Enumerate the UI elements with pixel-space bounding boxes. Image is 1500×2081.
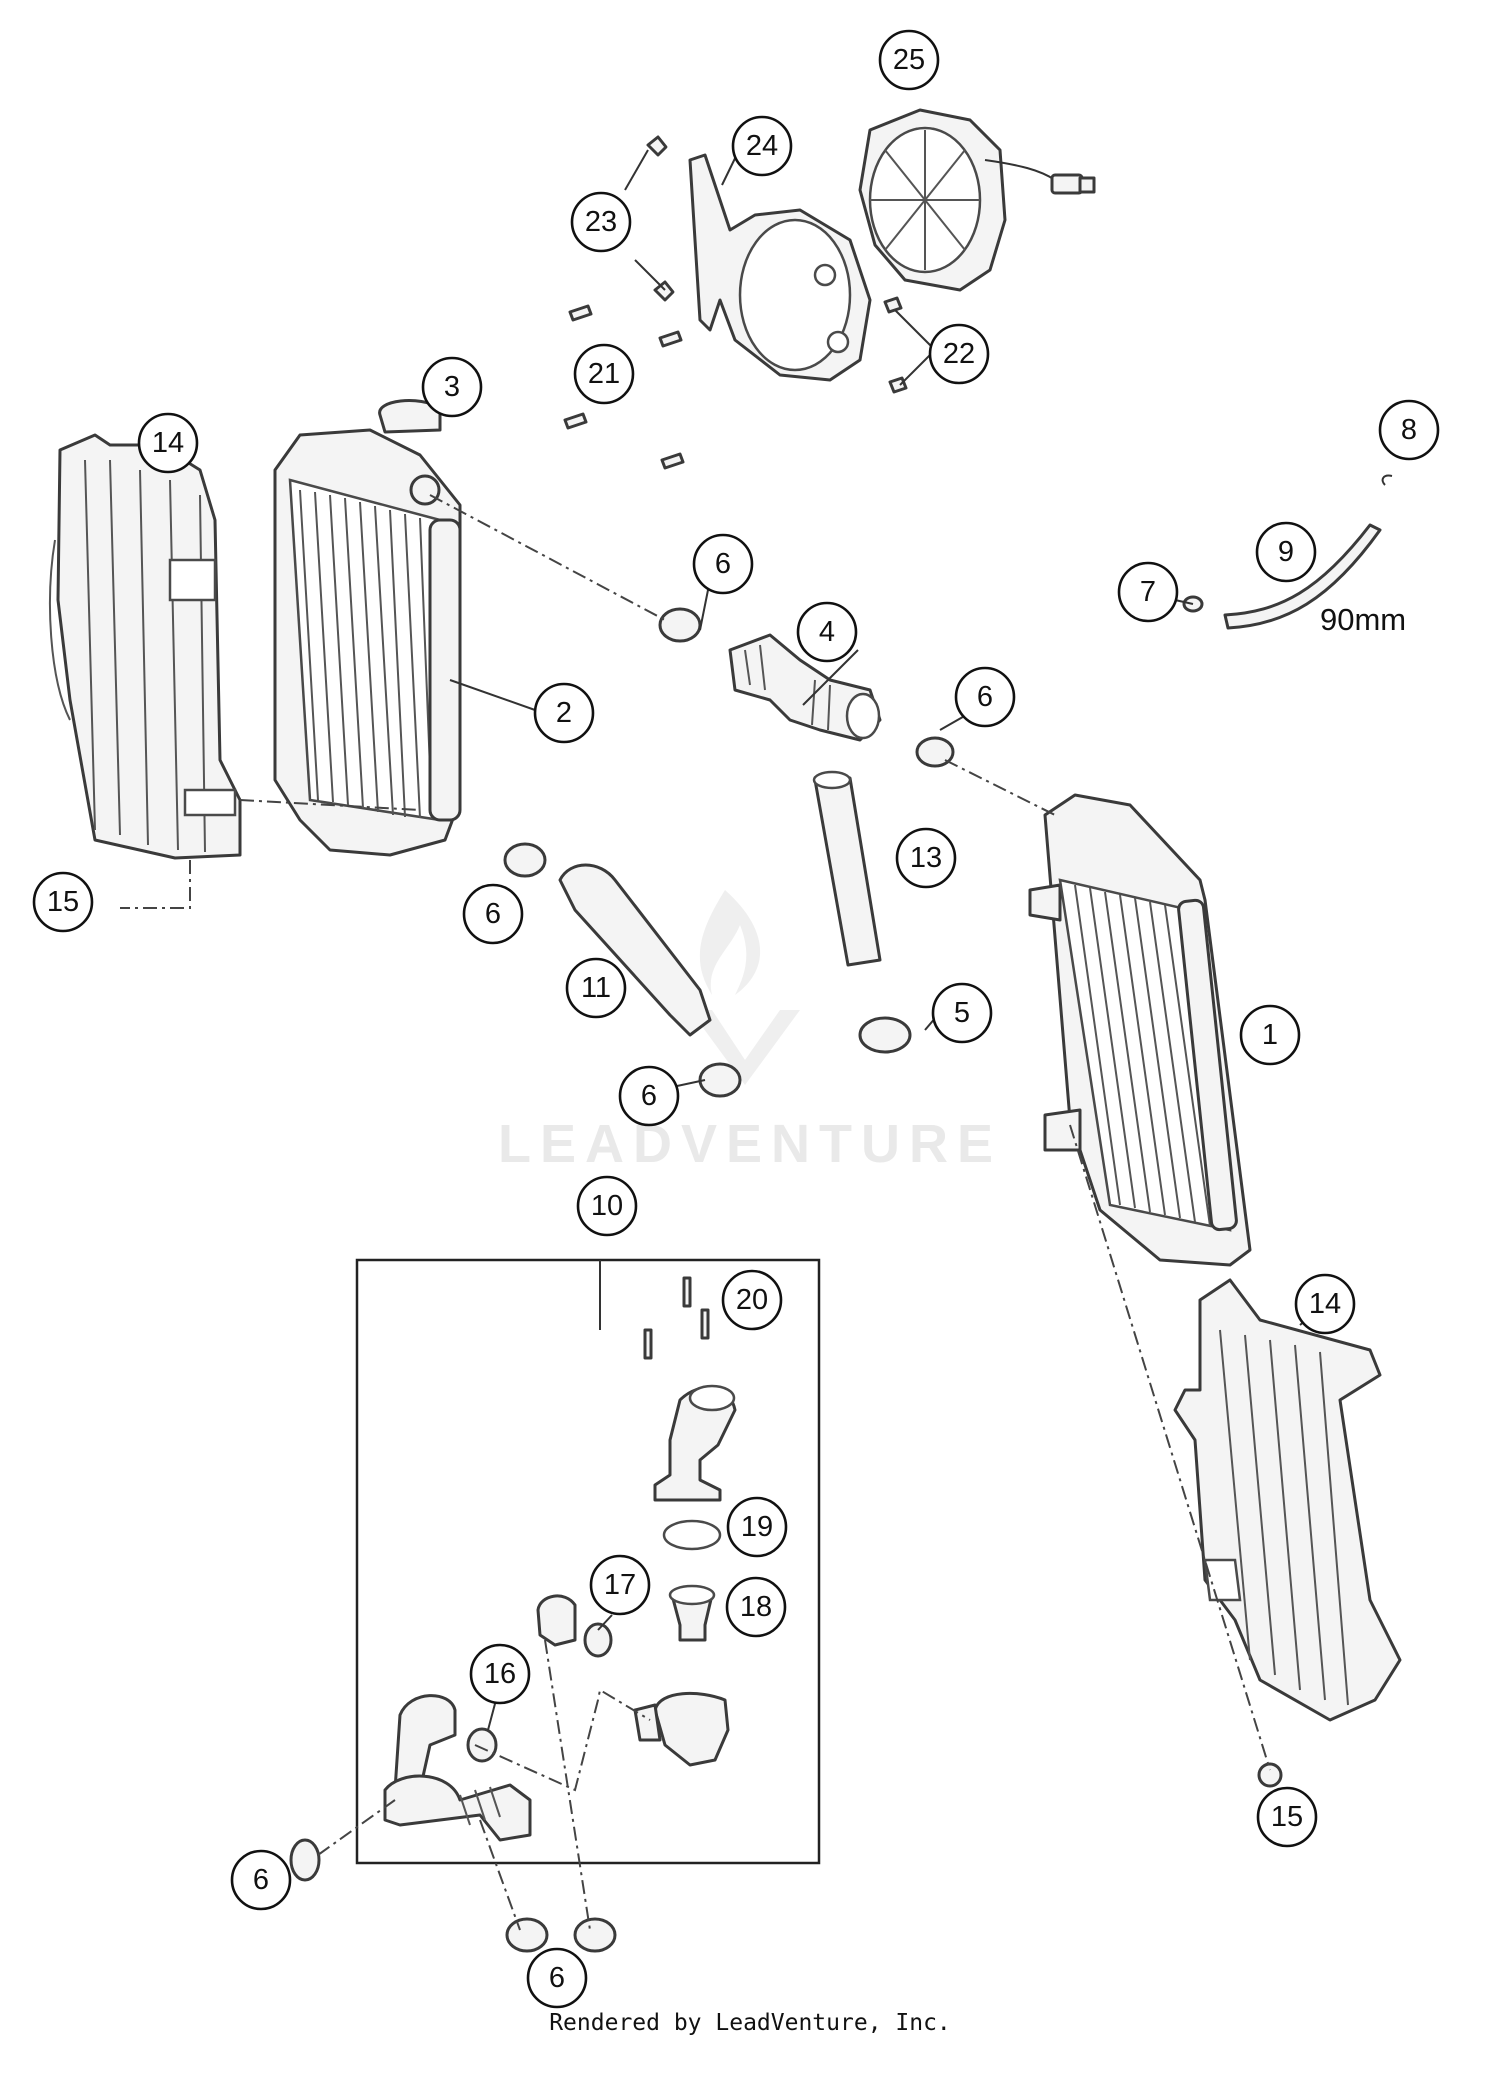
coolant-tube [812,770,882,967]
svg-text:6: 6 [977,681,993,713]
svg-text:6: 6 [549,1962,565,1994]
svg-text:22: 22 [943,338,975,370]
svg-text:16: 16 [484,1658,516,1690]
callout-6-clamp-kit-bottom: 6 [526,1947,588,2009]
svg-text:23: 23 [585,206,617,238]
callout-6-clamp-kit-left: 6 [230,1849,292,1911]
svg-text:11: 11 [581,972,611,1004]
svg-text:3: 3 [444,371,460,403]
callout-22: 22 [928,323,990,385]
callout-14-left: 14 [137,412,199,474]
svg-text:1: 1 [1262,1019,1278,1051]
svg-text:5: 5 [954,997,970,1029]
callout-17: 17 [589,1554,651,1616]
svg-text:10: 10 [591,1190,623,1222]
svg-text:18: 18 [740,1591,772,1623]
radiator-left [273,399,462,857]
callout-13: 13 [895,827,957,889]
callout-6-clamp-middle: 6 [618,1065,680,1127]
watermark-text: LEADVENTURE [498,1114,1002,1174]
svg-text:7: 7 [1140,576,1156,608]
svg-text:6: 6 [715,548,731,580]
callout-4: 4 [796,601,858,663]
svg-text:13: 13 [910,842,942,874]
radiator-shroud-right [1173,1278,1402,1788]
callout-15-right: 15 [1256,1786,1318,1848]
radiator-right [1028,793,1252,1267]
callout-14-right: 14 [1294,1273,1356,1335]
svg-text:6: 6 [253,1864,269,1896]
watermark: LEADVENTURE [498,890,1002,1174]
svg-text:14: 14 [152,427,184,459]
callout-16: 16 [469,1643,531,1705]
callout-9: 9 [1255,521,1317,583]
svg-text:8: 8 [1401,414,1417,446]
svg-text:19: 19 [741,1511,773,1543]
thermostat-kit-box [355,1258,821,1865]
radiator-shroud-left [49,433,242,860]
callout-10: 10 [576,1175,638,1237]
fan-shroud [688,153,872,382]
svg-text:21: 21 [588,358,620,390]
callout-8: 8 [1378,399,1440,461]
callout-5: 5 [931,982,993,1044]
cooling-fan [858,108,1096,292]
screws-fan-mount [563,135,908,470]
hose-length-label: 90mm [1320,602,1406,637]
callout-6-clamp-left: 6 [462,883,524,945]
callout-19: 19 [726,1496,788,1558]
svg-text:14: 14 [1309,1288,1341,1320]
radiator-hose-11 [558,863,712,1037]
svg-text:17: 17 [604,1569,636,1601]
callout-23: 23 [570,191,632,253]
callout-7: 7 [1117,561,1179,623]
callout-6-clamp-right: 6 [954,666,1016,728]
callout-24: 24 [731,115,793,177]
callout-15-left: 15 [32,871,94,933]
callout-2: 2 [533,682,595,744]
svg-text:6: 6 [641,1080,657,1112]
hose-clamps [289,607,955,1953]
svg-text:15: 15 [1271,1801,1303,1833]
svg-text:24: 24 [746,130,778,162]
callout-3: 3 [421,356,483,418]
callout-11: 11 [565,957,627,1019]
svg-text:25: 25 [893,44,925,76]
callout-25: 25 [878,29,940,91]
svg-text:20: 20 [736,1284,768,1316]
svg-text:4: 4 [819,616,835,648]
thermostat-kit-parts [383,1276,737,1842]
callout-20: 20 [721,1269,783,1331]
callout-1: 1 [1239,1004,1301,1066]
callout-21: 21 [573,343,635,405]
callout-6-clamp-upper: 6 [692,533,754,595]
assembly-lines [120,494,1271,1931]
svg-text:6: 6 [485,898,501,930]
footer-credit: Rendered by LeadVenture, Inc. [549,2010,951,2036]
svg-text:2: 2 [556,697,572,729]
leader-lines [449,143,1319,1731]
callout-18: 18 [725,1576,787,1638]
svg-text:15: 15 [47,886,79,918]
y-connector [728,633,882,742]
svg-text:9: 9 [1278,536,1294,568]
